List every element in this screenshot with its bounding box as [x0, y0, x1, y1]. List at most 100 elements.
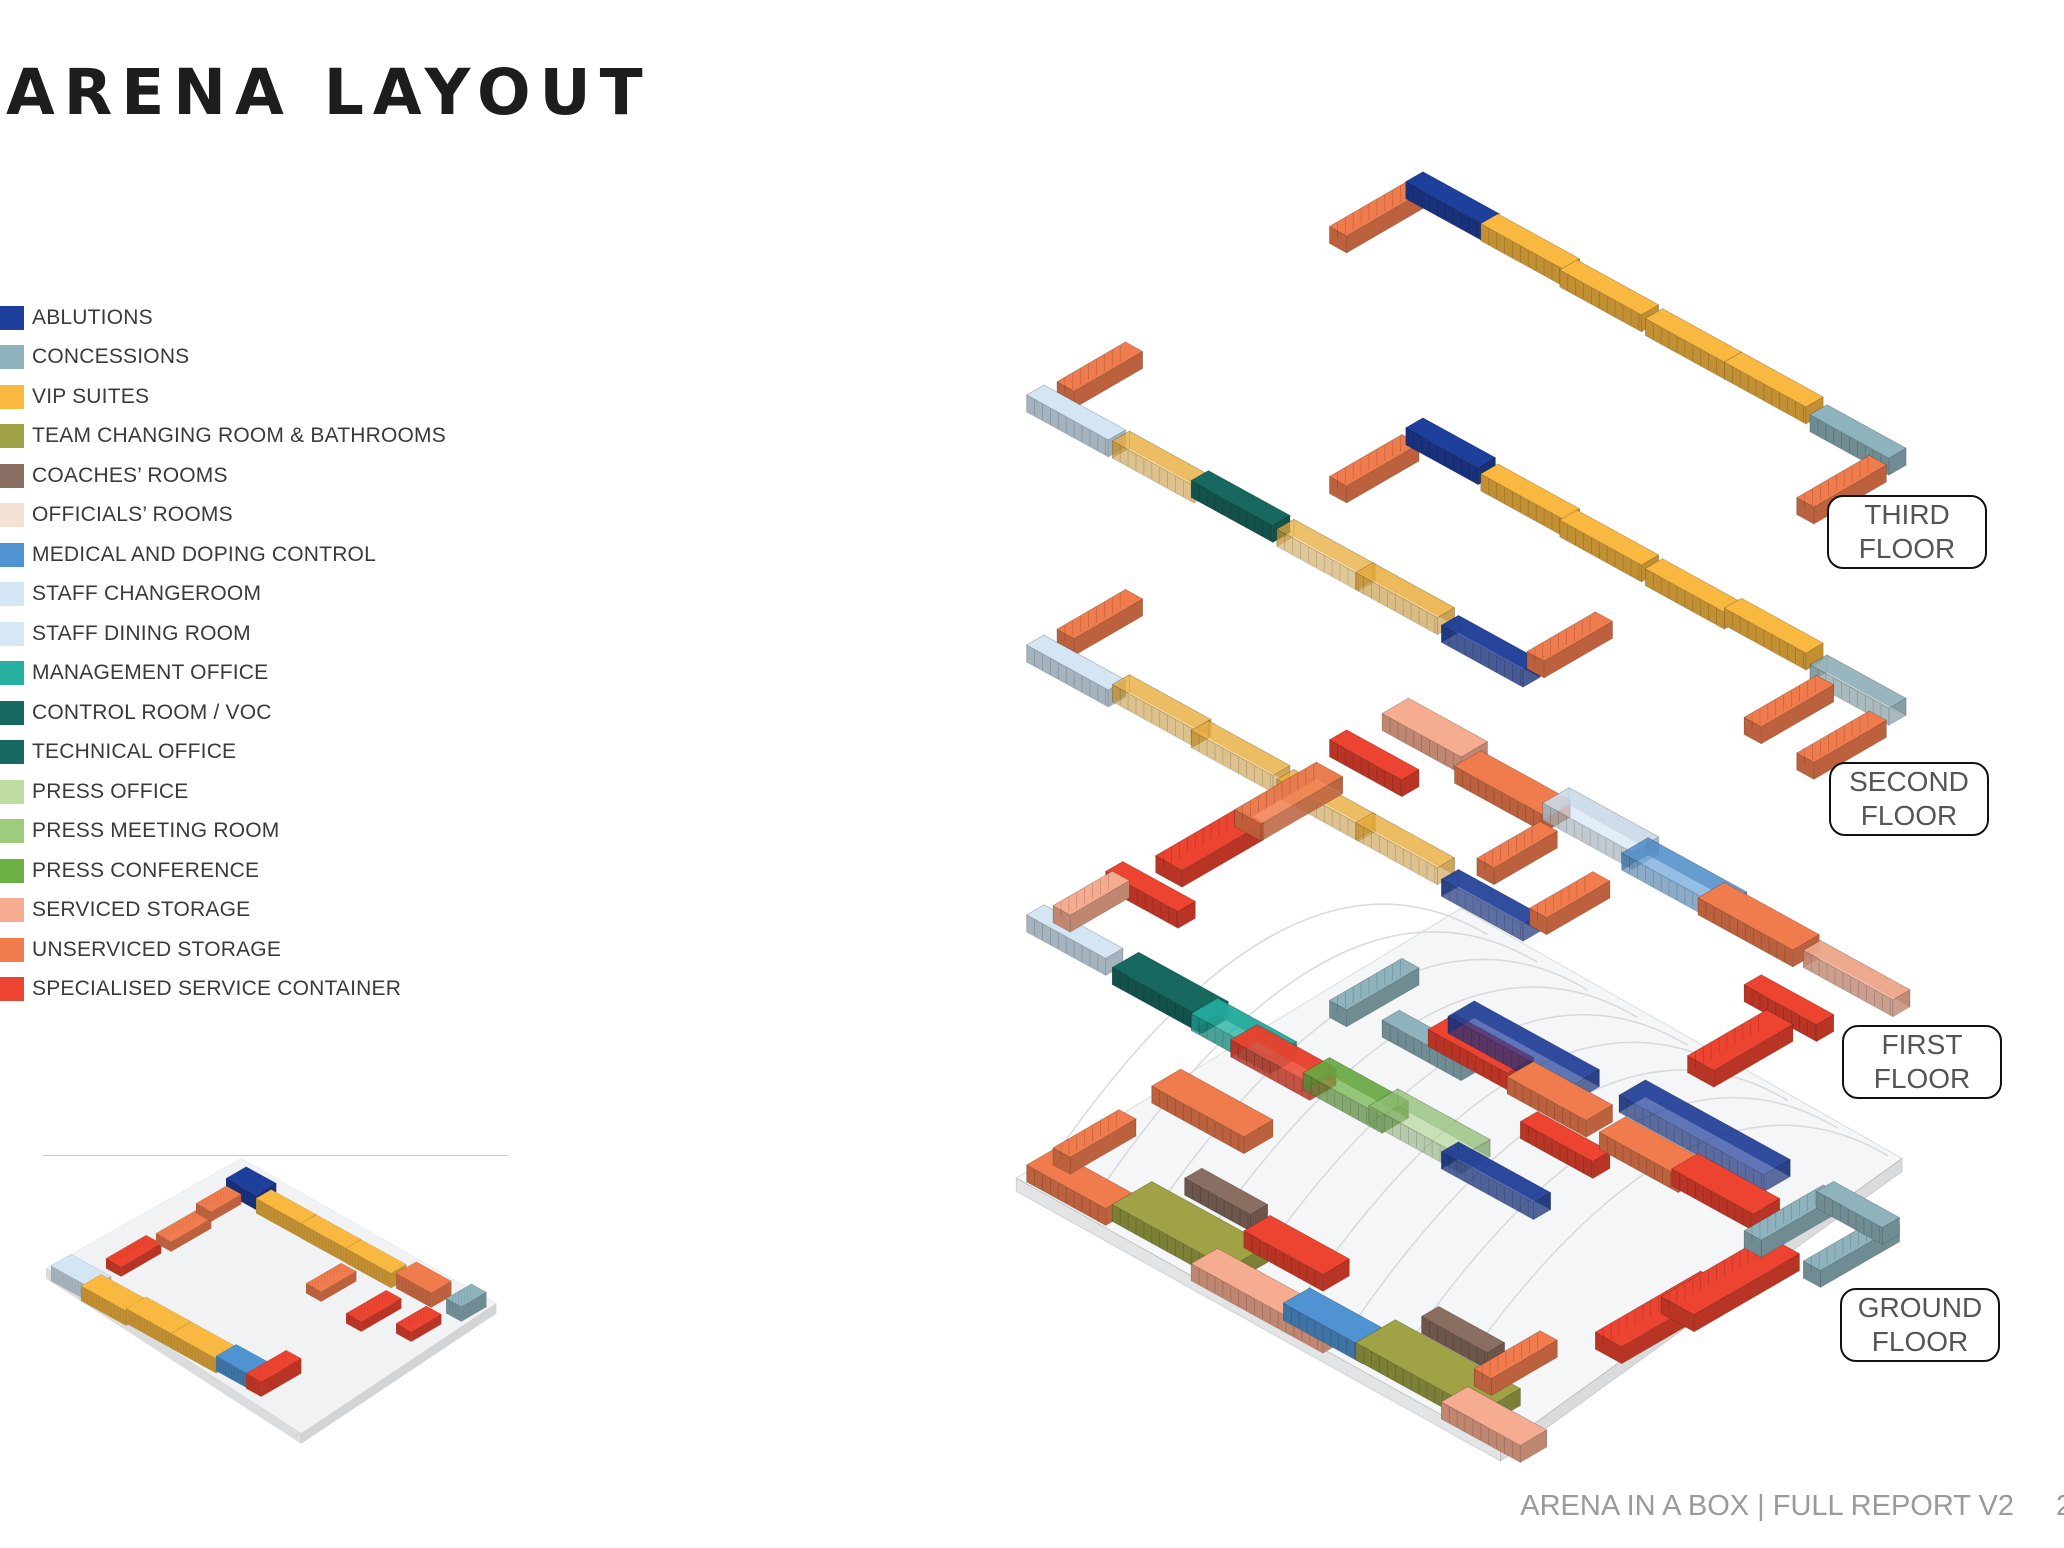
- legend-item: STAFF CHANGEROOM: [0, 575, 446, 615]
- container-box: [105, 1234, 162, 1277]
- legend-swatch: [0, 542, 24, 567]
- container-box: [1795, 710, 1888, 781]
- container-top: [1056, 588, 1144, 640]
- container-top: [1802, 940, 1911, 1001]
- container-top: [345, 1290, 402, 1322]
- footer-report-title: ARENA IN A BOX | FULL REPORT V2: [1520, 1490, 2014, 1522]
- legend-label: TEAM CHANGING ROOM & BATHROOMS: [32, 424, 446, 448]
- container-top: [245, 1350, 302, 1382]
- container-top: [1440, 1386, 1548, 1446]
- container-box: [1440, 1141, 1552, 1221]
- container-box: [345, 1239, 407, 1289]
- container-top: [395, 1305, 442, 1332]
- container-top: [1420, 1306, 1506, 1353]
- container-box: [1743, 674, 1835, 745]
- container-top: [1743, 974, 1835, 1025]
- container-box: [395, 1261, 452, 1308]
- legend-swatch: [0, 384, 24, 409]
- container-box: [155, 1209, 212, 1252]
- container-side: [1763, 1158, 1791, 1193]
- container-side: [1234, 808, 1262, 842]
- legend-label: CONCESSIONS: [32, 345, 190, 369]
- legend-item: SERVICED STORAGE: [0, 891, 446, 931]
- container-box: [1559, 509, 1660, 583]
- container-top: [1815, 1180, 1901, 1228]
- container-side: [1243, 1119, 1274, 1155]
- container-box: [1405, 171, 1501, 242]
- floor-label-line: FLOOR: [1873, 1063, 1971, 1094]
- legend-swatch: [0, 503, 24, 528]
- legend-swatch: [0, 463, 24, 488]
- legend-label: OFFICIALS’ ROOMS: [32, 503, 233, 527]
- container-top: [1381, 697, 1489, 758]
- divider: [43, 1155, 508, 1156]
- legend-item: SPECIALISED SERVICE CONTAINER: [0, 970, 446, 1010]
- container-top: [1528, 871, 1611, 919]
- container-top: [1506, 1061, 1614, 1121]
- container-box: [1355, 562, 1456, 636]
- container-box: [1723, 351, 1824, 425]
- container-top: [1111, 674, 1212, 730]
- container-top: [1480, 213, 1581, 270]
- legend-item: PRESS CONFERENCE: [0, 851, 446, 891]
- container-box: [1328, 957, 1420, 1028]
- container-box: [1480, 463, 1581, 537]
- page-number: 2: [2056, 1490, 2064, 1523]
- floor-label-line: FLOOR: [1860, 800, 1958, 831]
- container-box: [1559, 259, 1660, 333]
- container-top: [1368, 1088, 1491, 1157]
- legend-item: STAFF DINING ROOM: [0, 614, 446, 654]
- floor-label-line: FIRST: [1881, 1029, 1963, 1060]
- container-box: [1440, 1385, 1548, 1464]
- container-top: [395, 1261, 452, 1293]
- roof-truss: [1052, 903, 1488, 1159]
- container-top: [1328, 729, 1420, 781]
- container-top: [1243, 1215, 1351, 1275]
- floor-label-ground: GROUND FLOOR: [1840, 1288, 2000, 1362]
- container-box: [1368, 1088, 1491, 1175]
- roof-truss: [1202, 986, 1638, 1242]
- container-box: [1723, 597, 1824, 671]
- container-box: [1190, 469, 1291, 544]
- legend-swatch: [0, 898, 24, 923]
- container-box: [1802, 939, 1911, 1018]
- container-top: [225, 1166, 277, 1196]
- container-top: [1559, 259, 1660, 316]
- legend-item: OFFICIALS’ ROOMS: [0, 496, 446, 536]
- floor-label-line: GROUND: [1857, 1292, 1983, 1323]
- container-top: [1660, 1235, 1801, 1316]
- container-top: [1233, 761, 1344, 825]
- legend-swatch: [0, 700, 24, 725]
- container-box: [1519, 1110, 1611, 1180]
- container-box: [1809, 404, 1907, 476]
- container-top: [1559, 509, 1660, 566]
- container-top: [345, 1239, 407, 1274]
- container-side: [1585, 1104, 1613, 1138]
- legend-item: VIP SUITES: [0, 377, 446, 417]
- container-top: [1328, 957, 1420, 1011]
- floor-label-line: THIRD: [1864, 499, 1950, 530]
- container-box: [1056, 588, 1144, 657]
- legend-swatch: [0, 582, 24, 607]
- floor-label-third: THIRD FLOOR: [1827, 495, 1987, 569]
- legend-label: COACHES’ ROOMS: [32, 463, 228, 487]
- container-box: [1618, 1079, 1792, 1193]
- container-box: [1150, 1068, 1274, 1155]
- legend-item: TEAM CHANGING ROOM & BATHROOMS: [0, 417, 446, 457]
- legend-label: STAFF CHANGEROOM: [32, 582, 262, 606]
- container-box: [395, 1305, 442, 1342]
- container-top: [1447, 1000, 1601, 1086]
- container-box: [1528, 870, 1611, 936]
- container-box: [1686, 1009, 1794, 1088]
- floor-label-second: SECOND FLOOR: [1829, 762, 1989, 836]
- container-top: [1795, 710, 1888, 763]
- container-box: [1473, 1330, 1559, 1397]
- container-box: [1190, 720, 1291, 794]
- floor-label-line: FLOOR: [1858, 533, 1956, 564]
- legend-label: PRESS OFFICE: [32, 779, 189, 803]
- legend-label: TECHNICAL OFFICE: [32, 740, 237, 764]
- container-box: [1328, 433, 1420, 504]
- legend-item: CONCESSIONS: [0, 338, 446, 378]
- container-top: [1686, 1009, 1794, 1071]
- container-box: [1476, 820, 1559, 886]
